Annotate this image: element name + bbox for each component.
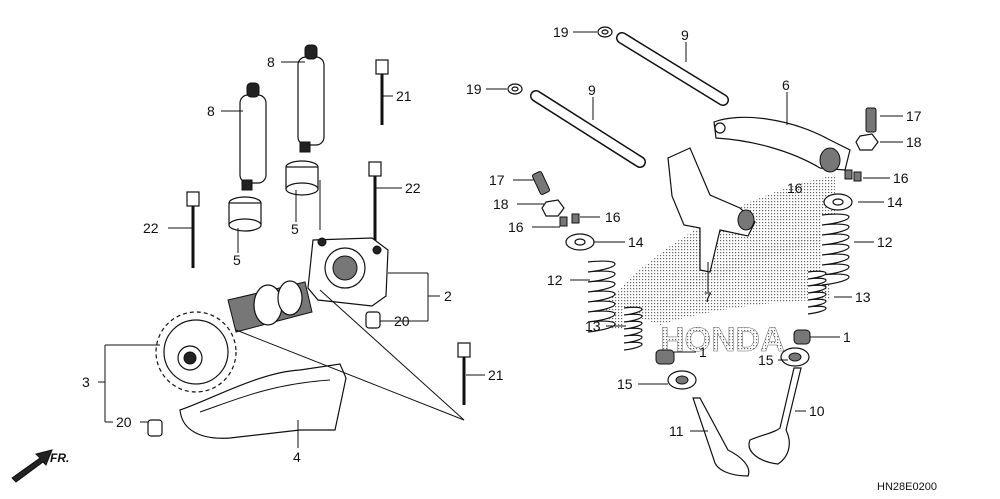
label-22-a: 22	[405, 180, 421, 196]
pushrod-9-lower	[530, 90, 646, 168]
cotter-16-right	[844, 169, 862, 182]
valve-seat-15-left	[667, 370, 697, 390]
label-3: 3	[82, 374, 90, 390]
label-2: 2	[444, 288, 452, 304]
label-19-a: 19	[553, 24, 569, 40]
label-14-left: 14	[628, 234, 644, 250]
dowel-pin-20-lower	[147, 419, 163, 437]
label-12-left: 12	[547, 272, 563, 288]
label-18-a: 18	[906, 134, 922, 150]
label-16-a: 16	[787, 180, 803, 196]
adjust-screw-17-right	[865, 107, 877, 133]
label-5-a: 5	[233, 252, 241, 268]
label-12-right: 12	[877, 234, 893, 250]
nut-18-left	[541, 199, 565, 217]
lifter-8-left	[239, 82, 267, 191]
valve-11	[692, 397, 750, 477]
label-14-right: 14	[887, 194, 903, 210]
bolt-21-upper	[375, 59, 389, 125]
retainer-14-right	[823, 193, 853, 211]
label-13-right: 13	[855, 289, 871, 305]
label-10: 10	[809, 403, 825, 419]
valve-spring-13-left	[623, 306, 643, 351]
label-8-a: 8	[267, 54, 275, 70]
nut-18-right	[855, 133, 879, 151]
lifter-8-right	[297, 44, 325, 153]
diagram-code: HN28E0200	[877, 481, 937, 493]
front-direction-arrow: FR.	[11, 449, 69, 483]
bearing-holder-2	[307, 237, 389, 307]
label-16-c: 16	[508, 219, 524, 235]
label-16-b: 16	[893, 170, 909, 186]
label-21-b: 21	[488, 367, 504, 383]
washer-19-lower	[507, 83, 523, 95]
dowel-pin-20-upper	[365, 311, 381, 329]
label-20-a: 20	[394, 313, 410, 329]
camshaft-sprocket-3	[155, 280, 313, 393]
label-22-b: 22	[143, 220, 159, 236]
washer-19-upper	[597, 26, 613, 38]
label-1-right: 1	[843, 329, 851, 345]
label-13-left: 13	[585, 318, 601, 334]
label-21-a: 21	[396, 88, 412, 104]
roller-5-right	[285, 160, 319, 196]
right-leaders	[486, 31, 903, 432]
left-leaders	[98, 61, 485, 448]
label-15-right: 15	[758, 352, 774, 368]
honda-watermark-text: HONDA	[660, 321, 785, 359]
label-19-b: 19	[466, 81, 482, 97]
valve-spring-12-left	[587, 260, 616, 333]
valve-10	[748, 367, 802, 465]
label-1-left: 1	[699, 344, 707, 360]
valve-seal-1-left	[655, 349, 675, 365]
label-15-left: 15	[617, 376, 633, 392]
label-18-b: 18	[493, 196, 509, 212]
label-17-b: 17	[489, 172, 505, 188]
bolt-22-left	[186, 191, 200, 268]
retainer-14-left	[565, 233, 595, 251]
cotter-16-left	[559, 213, 580, 227]
label-8-b: 8	[207, 103, 215, 119]
bolt-21-lower	[457, 342, 471, 405]
label-17-a: 17	[906, 108, 922, 124]
label-9-a: 9	[681, 27, 689, 43]
label-16-d: 16	[605, 209, 621, 225]
valve-seal-1-right	[793, 329, 811, 345]
label-5-b: 5	[291, 221, 299, 237]
front-direction-label: FR.	[50, 451, 69, 465]
label-9-b: 9	[588, 82, 596, 98]
rocker-arm-7	[667, 147, 756, 273]
label-11: 11	[669, 423, 684, 439]
valve-spring-12-right	[821, 213, 850, 286]
roller-5-left	[228, 196, 262, 232]
valve-seat-15-right	[780, 347, 810, 367]
label-7: 7	[704, 289, 712, 305]
adjust-screw-17-left	[531, 171, 551, 195]
rocker-arm-6	[713, 116, 851, 173]
pushrod-9-upper	[616, 32, 729, 106]
valve-spring-13-right	[807, 270, 827, 315]
label-20-b: 20	[116, 414, 132, 430]
label-4: 4	[293, 449, 301, 465]
label-6: 6	[782, 77, 790, 93]
guide-plate-4	[179, 363, 347, 439]
